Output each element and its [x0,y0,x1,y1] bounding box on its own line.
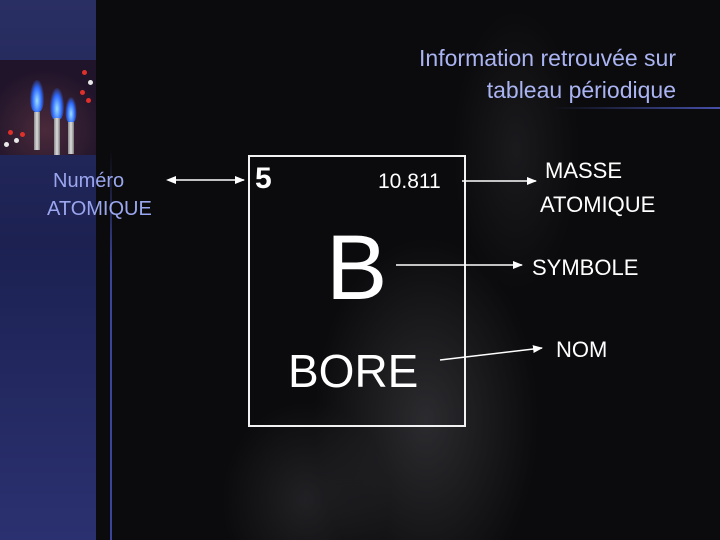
bunsen-burner-photo [0,60,96,155]
molecule-atom [8,130,13,135]
slide-title: Information retrouvée sur tableau périod… [256,42,676,106]
flame-icon [65,97,77,123]
label-atomic-mass-line-1: MASSE [545,158,623,183]
element-symbol: B [326,217,388,319]
label-atomic-number-line-1: Numéro [53,170,125,192]
flame-icon [30,80,44,112]
molecule-atom [20,132,25,137]
molecule-atom [14,138,19,143]
label-atomic-number-line-2: ATOMIQUE [47,198,152,220]
label-symbol: SYMBOLE [532,255,639,280]
title-line-2: tableau périodique [486,77,676,103]
burner-tube [34,112,40,150]
background-lab-photo [96,0,720,540]
arrow-name [439,345,543,361]
molecule-atom [4,142,9,147]
label-name: NOM [556,337,608,362]
label-atomic-mass-line-2: ATOMIQUE [540,192,656,217]
left-vertical-line [110,150,112,540]
title-underline [552,107,720,109]
burner-tube [54,118,60,155]
element-tile [248,155,466,427]
atomic-mass-value: 10.811 [378,170,441,193]
molecule-atom [82,70,87,75]
atomic-number-value: 5 [255,162,272,195]
flame-icon [50,88,64,120]
title-line-1: Information retrouvée sur [419,45,676,71]
burner-tube [68,122,74,154]
molecule-atom [88,80,93,85]
element-name: BORE [288,345,419,397]
molecule-atom [80,90,85,95]
molecule-atom [86,98,91,103]
